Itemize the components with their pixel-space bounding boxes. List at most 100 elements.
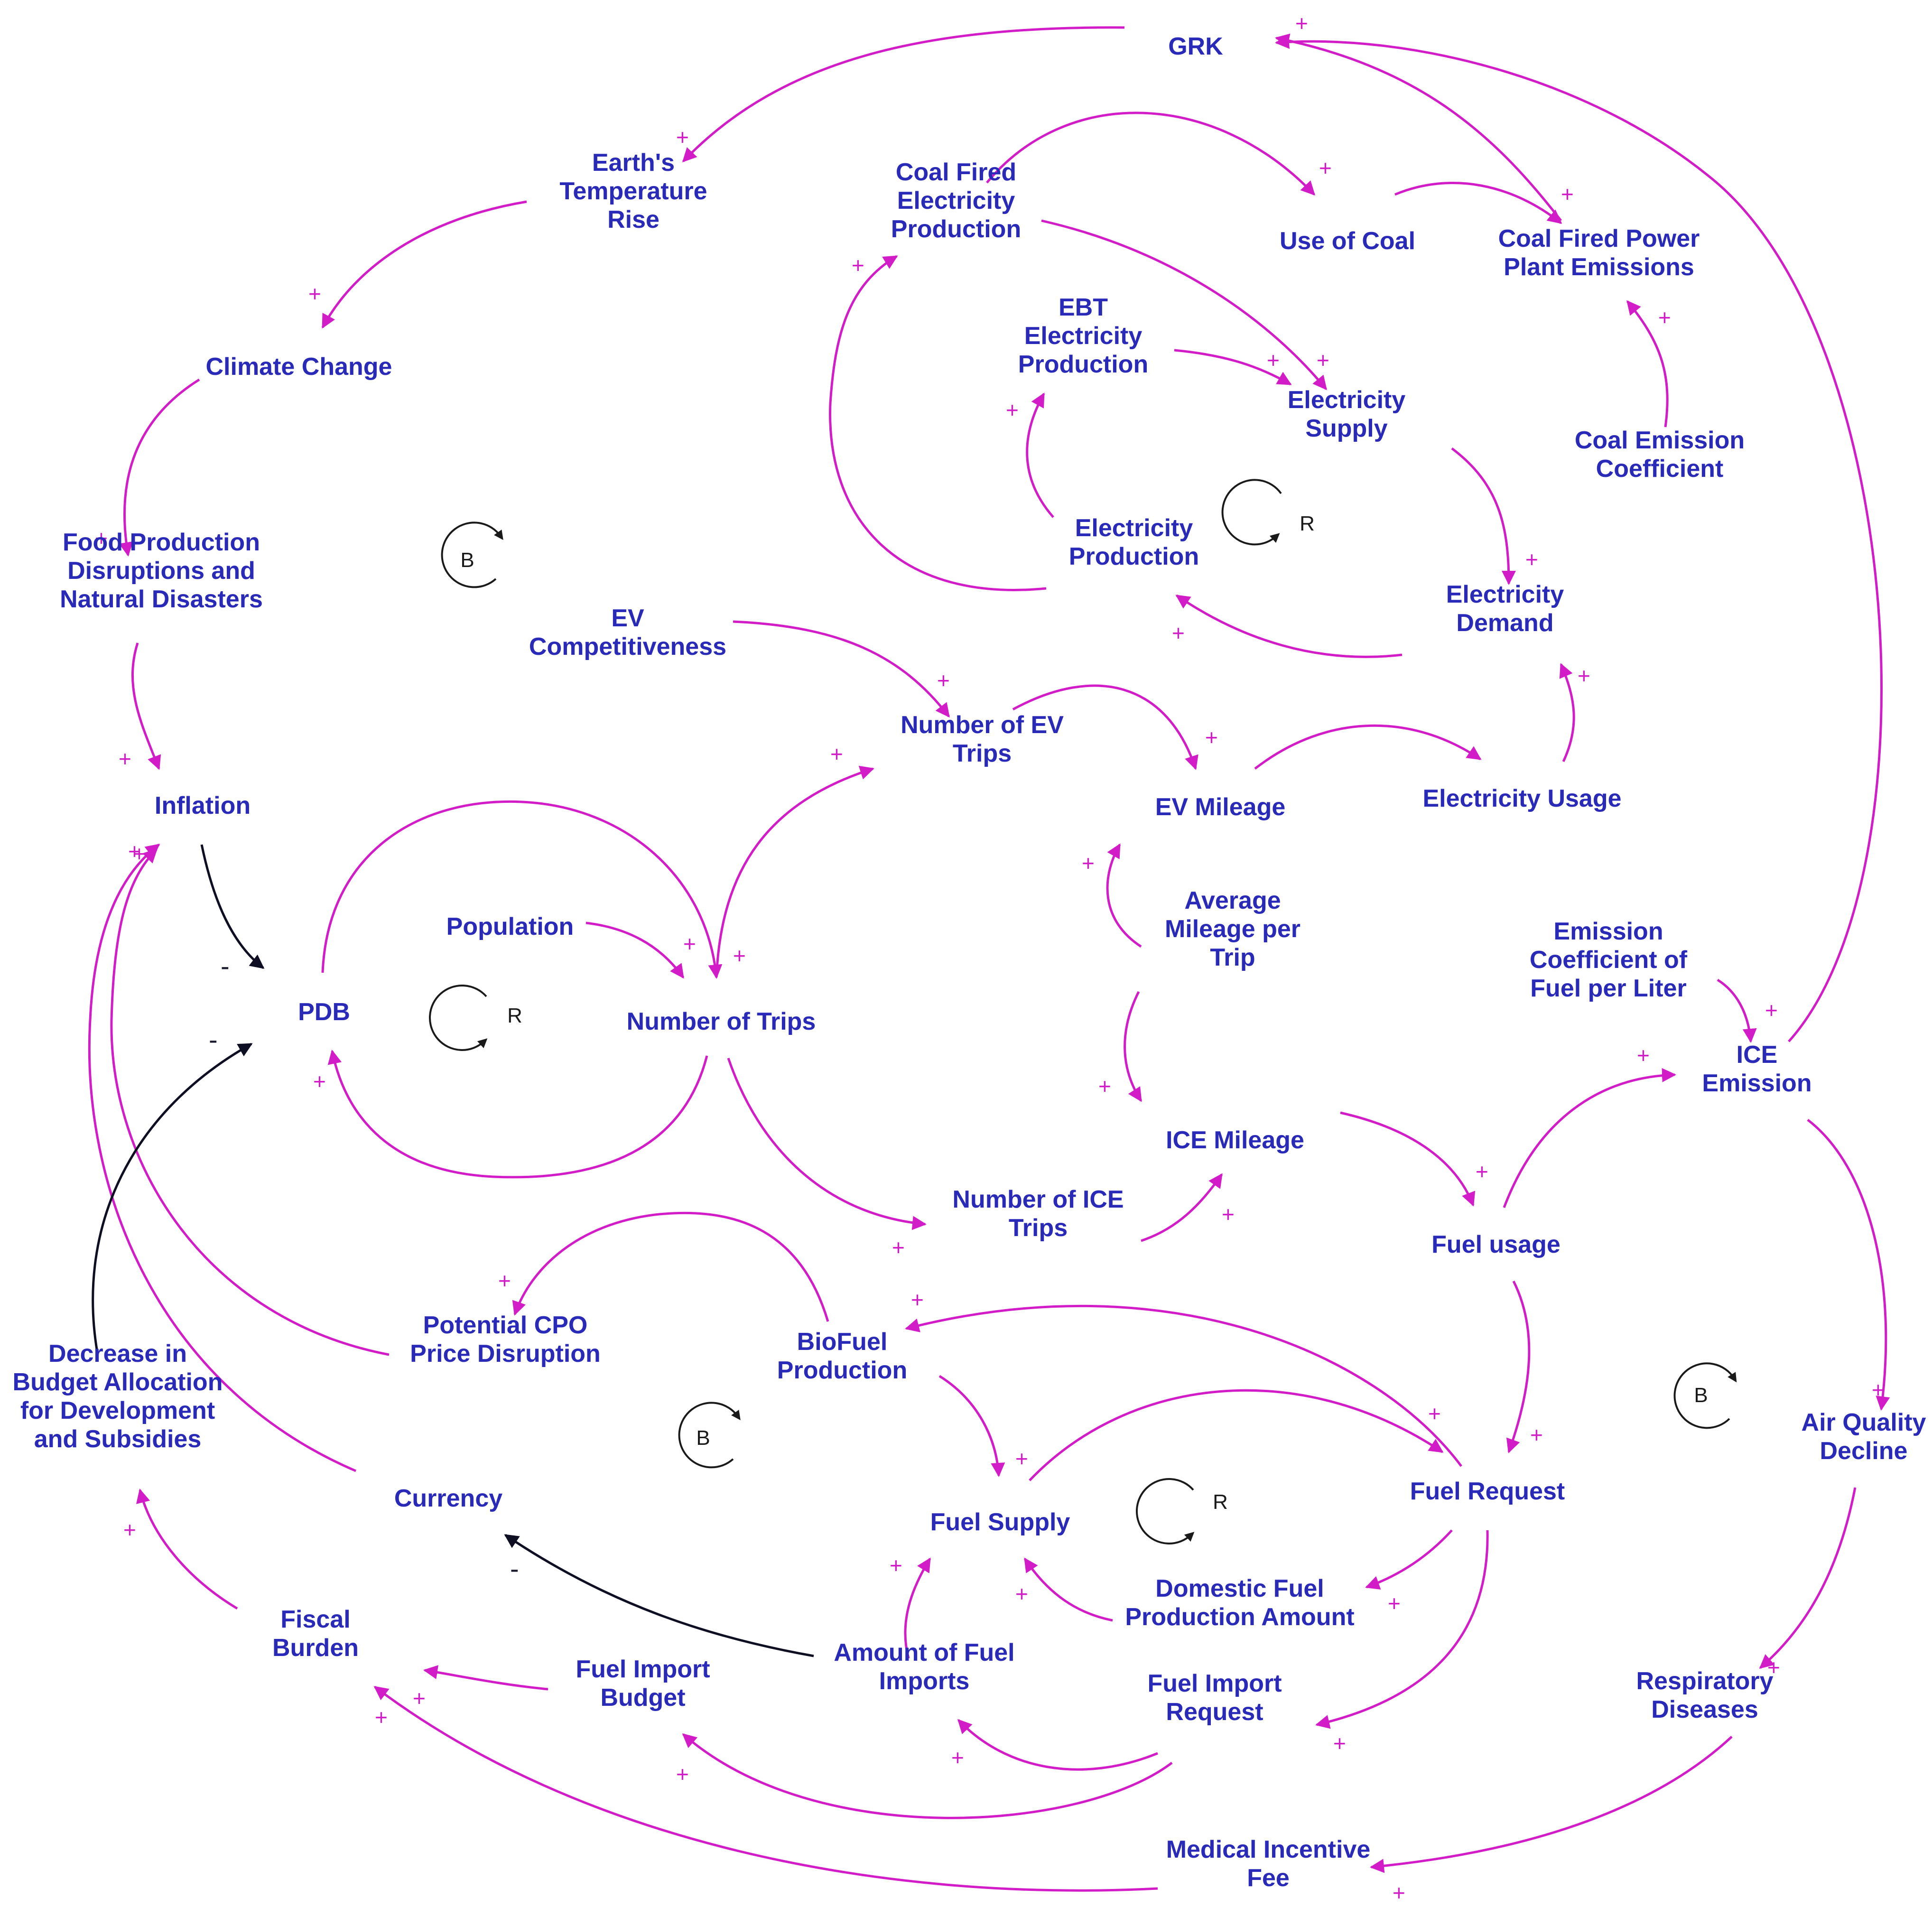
polarity-plus: + [1015, 1581, 1028, 1606]
polarity-plus: + [1082, 851, 1095, 875]
node-fuel-usage: Fuel usage [1431, 1231, 1560, 1258]
node-label-line: Fuel Import [1147, 1670, 1282, 1697]
link-biofuel-to-potential-cpo [512, 1211, 829, 1322]
node-ev-mileage: EV Mileage [1155, 793, 1286, 821]
polarity-plus: + [1525, 547, 1538, 572]
node-label-line: Food Production [63, 529, 260, 556]
polarity-plus: + [1530, 1423, 1543, 1447]
polarity-minus: - [209, 1024, 218, 1054]
node-label-line: Population [446, 913, 574, 940]
polarity-minus: - [221, 951, 230, 981]
link-avg-mileage-to-ice-mileage [1124, 991, 1142, 1102]
link-population-to-trips [585, 921, 685, 979]
node-label-line: Fuel usage [1431, 1231, 1560, 1258]
loop-letter: R [1213, 1490, 1228, 1514]
link-electricity-usage-to-electricity-demand [1559, 663, 1575, 763]
node-label-line: Number of ICE [952, 1186, 1124, 1213]
polarity-plus: + [1098, 1074, 1111, 1098]
node-label-line: Coal Fired Power [1498, 225, 1700, 252]
node-label-line: Production Amount [1125, 1603, 1354, 1631]
node-label-line: Medical Incentive [1166, 1836, 1371, 1863]
link-ice-emission-to-grk [1275, 35, 1883, 1042]
node-pdb: PDB [298, 998, 350, 1026]
node-label-line: Disruptions and [67, 557, 255, 585]
negative-links [92, 844, 814, 1657]
polarity-plus: + [937, 668, 950, 693]
polarity-plus: + [676, 125, 689, 149]
node-ice-mileage: ICE Mileage [1166, 1126, 1304, 1154]
polarity-plus: + [1267, 348, 1280, 372]
node-label-line: EBT [1059, 294, 1108, 321]
polarity-plus: + [1637, 1043, 1650, 1068]
node-label-line: Coal Fired [896, 158, 1016, 186]
link-grk-to-earth-temp [682, 26, 1125, 163]
link-fuel-request-to-domestic-fuel [1365, 1529, 1453, 1590]
polarity-plus: + [123, 1517, 136, 1542]
node-label-line: and Subsidies [34, 1425, 202, 1453]
link-trips-to-pdb [327, 1050, 708, 1179]
node-label-line: Price Disruption [410, 1340, 601, 1367]
link-amount-imports-to-currency [504, 1534, 814, 1657]
node-label-line: Number of Trips [627, 1008, 816, 1035]
loop-marker-b-biofuel: B [678, 1402, 741, 1469]
node-label-line: Amount of Fuel [834, 1639, 1014, 1666]
node-label-line: Electricity [1075, 514, 1193, 542]
polarity-plus: + [1006, 398, 1019, 422]
node-label-line: Plant Emissions [1504, 253, 1694, 281]
polarity-plus: + [830, 742, 843, 766]
node-label-line: Trips [1009, 1214, 1068, 1242]
polarity-plus: + [1872, 1377, 1885, 1402]
node-label-line: Coal Emission [1575, 427, 1745, 454]
node-label-line: Natural Disasters [60, 586, 263, 613]
polarity-plus: + [892, 1235, 905, 1260]
link-coal-emissions-to-grk [1275, 33, 1562, 222]
link-coal-production-to-electricity-supply [1041, 219, 1327, 391]
node-label-line: Budget [600, 1684, 685, 1712]
polarity-plus: + [1476, 1159, 1488, 1184]
polarity-plus: + [1317, 348, 1329, 372]
loop-marker-b-upper-left: B [441, 521, 503, 588]
polarity-plus: + [683, 931, 696, 956]
node-label-line: Use of Coal [1280, 227, 1415, 255]
node-label-line: Production [891, 215, 1021, 243]
link-fuel-import-request-to-fuel-import-budget [682, 1733, 1173, 1819]
link-fuel-supply-to-fuel-request [1029, 1389, 1444, 1481]
node-grk: GRK [1168, 33, 1223, 60]
node-label-line: Coefficient [1596, 455, 1724, 483]
link-fuel-usage-to-fuel-request [1506, 1280, 1531, 1453]
node-label-line: Electricity Usage [1422, 785, 1621, 812]
link-pdb-to-trips [321, 800, 723, 979]
link-respiratory-to-medical-fee [1370, 1736, 1733, 1873]
loop-markers: B R R B R B [428, 479, 1737, 1544]
polarity-plus: + [1393, 1880, 1405, 1905]
link-electricity-supply-to-electricity-demand [1451, 447, 1516, 585]
polarity-minus: - [510, 1554, 519, 1583]
polarity-plus: + [1428, 1401, 1441, 1426]
link-amount-imports-to-fuel-supply [904, 1557, 931, 1659]
link-climate-change-to-food-production [119, 378, 200, 557]
node-climate-change: Climate Change [206, 353, 392, 381]
node-label-line: Air Quality [1802, 1409, 1926, 1436]
polarity-plus: + [498, 1268, 511, 1293]
node-label-line: Respiratory [1636, 1667, 1774, 1695]
polarity-plus: + [413, 1686, 426, 1711]
node-label-line: Inflation [155, 792, 251, 819]
node-label-line: ICE [1737, 1041, 1778, 1069]
node-label-line: Supply [1305, 415, 1387, 442]
node-label-line: Electricity [1446, 581, 1564, 608]
polarity-plus: + [308, 281, 321, 306]
polarity-plus: + [1765, 998, 1778, 1023]
link-fiscal-burden-to-decrease-budget [136, 1488, 238, 1610]
node-label-line: Trip [1210, 944, 1255, 971]
link-inflation-to-pdb [200, 844, 265, 969]
